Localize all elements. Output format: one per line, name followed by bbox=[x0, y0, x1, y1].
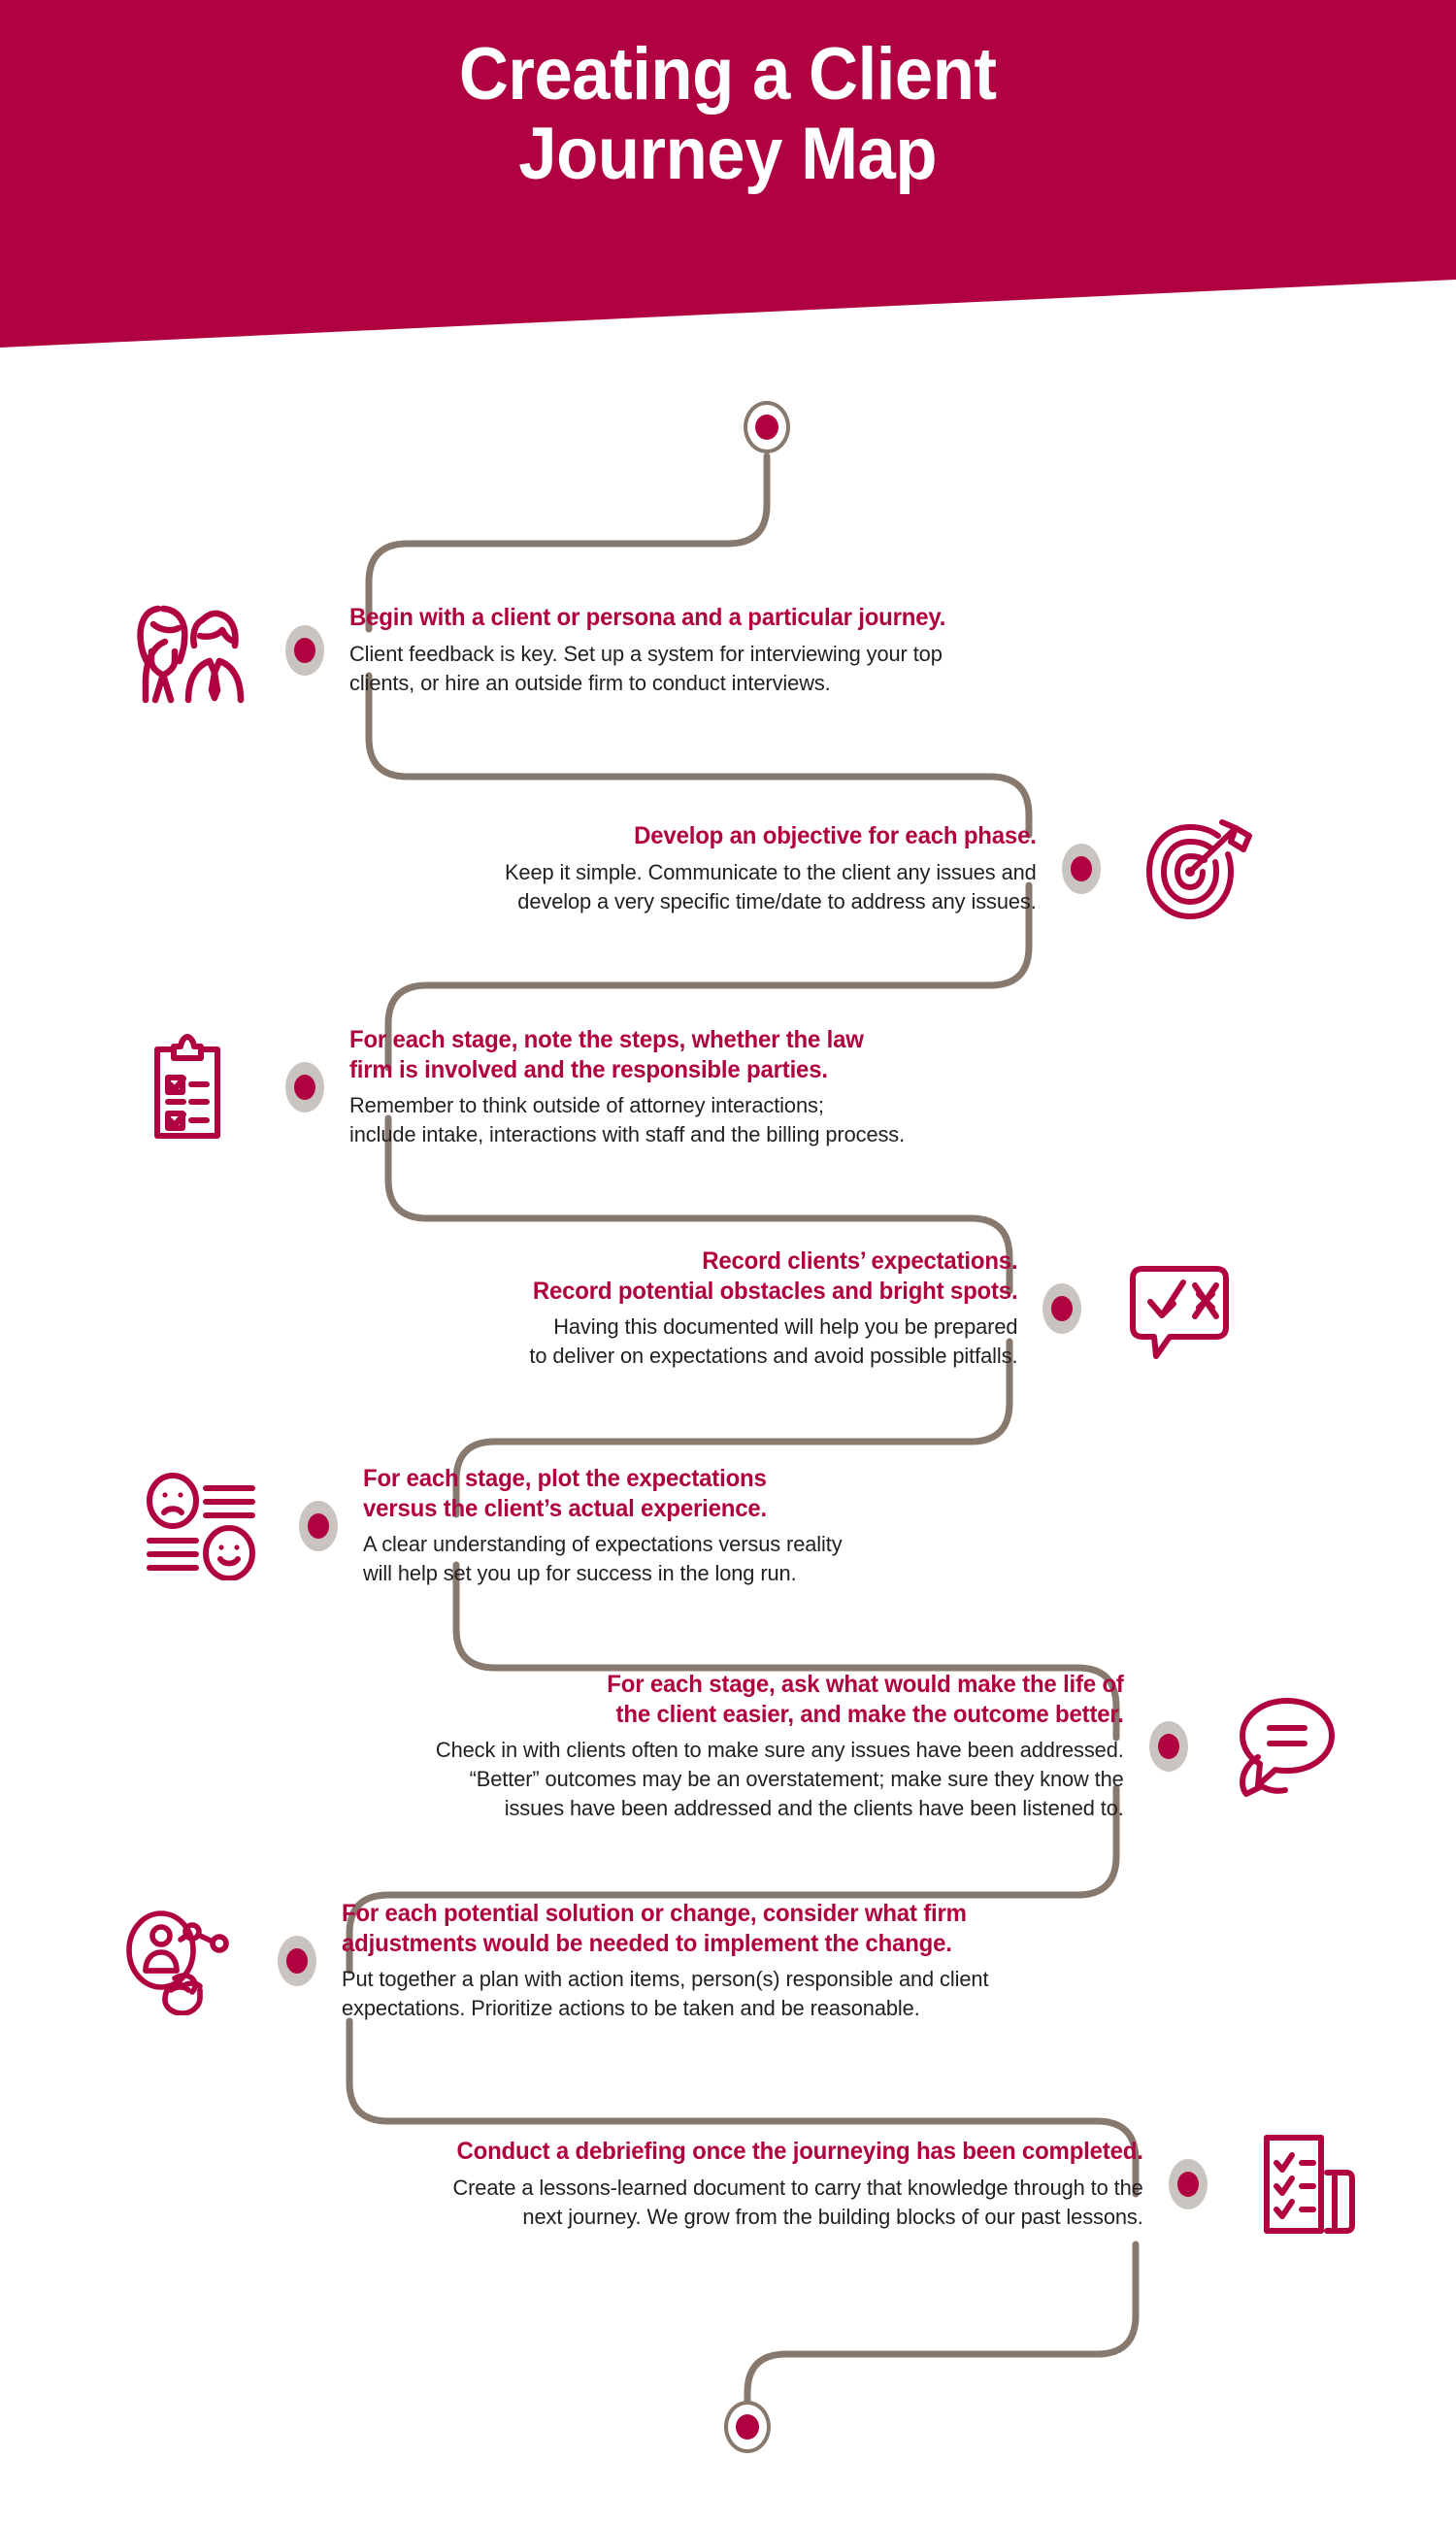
journey-step-5-body: A clear understanding of expectations ve… bbox=[363, 1532, 843, 1585]
target-arrow-icon bbox=[1126, 801, 1272, 937]
journey-node-3-dot bbox=[294, 1075, 315, 1100]
journey-node-7-dot bbox=[286, 1948, 308, 1974]
journey-node-8-dot bbox=[1177, 2172, 1199, 2197]
journey-step-8-text: Conduct a debriefing once the journeying… bbox=[428, 2137, 1143, 2231]
journey-node-1 bbox=[260, 625, 349, 676]
page-title-line-2: Journey Map bbox=[518, 113, 938, 196]
journey-node-4 bbox=[1017, 1283, 1107, 1334]
journey-step-1: Begin with a client or persona and a par… bbox=[115, 582, 971, 718]
journey-step-4: Record clients’ expectations. Record pot… bbox=[194, 1241, 1252, 1377]
journey-node-8 bbox=[1143, 2159, 1233, 2209]
journey-step-5: For each stage, plot the expectations ve… bbox=[128, 1458, 857, 1594]
journey-step-2-text: Develop an objective for each phase. Kee… bbox=[488, 821, 1037, 915]
journey-step-1-body: Client feedback is key. Set up a system … bbox=[349, 641, 943, 695]
journey-step-1-text: Begin with a client or persona and a par… bbox=[349, 603, 971, 697]
feedback-bubble-icon bbox=[1107, 1241, 1252, 1377]
page-title-line-1: Creating a Client bbox=[459, 33, 997, 116]
journey-node-1-dot bbox=[294, 638, 315, 663]
path-8-to-end bbox=[744, 2241, 1140, 2409]
journey-step-7-title: For each potential solution or change, c… bbox=[342, 1900, 967, 1957]
journey-node-7 bbox=[252, 1936, 342, 1986]
journey-step-3-title: For each stage, note the steps, whether … bbox=[349, 1026, 864, 1083]
journey-step-2-body: Keep it simple. Communicate to the clien… bbox=[505, 859, 1037, 913]
journey-step-6-text: For each stage, ask what would make the … bbox=[414, 1670, 1124, 1823]
journey-step-6-title: For each stage, ask what would make the … bbox=[607, 1671, 1125, 1728]
header-banner: Creating a Client Journey Map bbox=[0, 0, 1456, 348]
journey-step-6-body: Check in with clients often to make sure… bbox=[436, 1738, 1124, 1820]
journey-step-8: Conduct a debriefing once the journeying… bbox=[87, 2116, 1378, 2252]
chat-bubbles-icon bbox=[1213, 1678, 1359, 1814]
journey-step-7-body: Put together a plan with action items, p… bbox=[342, 1967, 989, 2020]
journey-node-2-dot bbox=[1071, 856, 1092, 881]
journey-step-8-title: Conduct a debriefing once the journeying… bbox=[456, 2138, 1143, 2166]
page-title: Creating a Client Journey Map bbox=[459, 33, 997, 196]
journey-step-5-text: For each stage, plot the expectations ve… bbox=[363, 1464, 857, 1588]
journey-node-6-dot bbox=[1158, 1733, 1179, 1759]
journey-step-3: For each stage, note the steps, whether … bbox=[115, 1019, 922, 1155]
journey-node-2 bbox=[1037, 844, 1126, 894]
journey-step-1-title: Begin with a client or persona and a par… bbox=[349, 604, 946, 632]
two-people-icon bbox=[115, 582, 260, 718]
journey-step-4-title: Record clients’ expectations. Record pot… bbox=[532, 1247, 1017, 1305]
journey-step-3-body: Remember to think outside of attorney in… bbox=[349, 1093, 906, 1146]
journey-step-6: For each stage, ask what would make the … bbox=[126, 1670, 1359, 1823]
journey-step-4-body: Having this documented will help you be … bbox=[528, 1314, 1017, 1368]
journey-step-3-text: For each stage, note the steps, whether … bbox=[349, 1025, 922, 1149]
checklist-document-icon bbox=[1233, 2116, 1378, 2252]
journey-step-4-text: Record clients’ expectations. Record pot… bbox=[513, 1246, 1017, 1371]
journey-end-node-dot bbox=[736, 2414, 759, 2440]
person-network-hand-icon bbox=[107, 1893, 252, 2029]
journey-start-node bbox=[744, 401, 790, 453]
journey-step-7-text: For each potential solution or change, c… bbox=[342, 1899, 1009, 2023]
journey-node-5 bbox=[274, 1501, 363, 1551]
clipboard-checklist-icon bbox=[115, 1019, 260, 1155]
journey-start-node-dot bbox=[755, 415, 778, 440]
satisfaction-faces-icon bbox=[128, 1458, 274, 1594]
journey-end-node bbox=[724, 2401, 771, 2453]
journey-node-3 bbox=[260, 1062, 349, 1113]
journey-node-6 bbox=[1124, 1720, 1213, 1772]
journey-step-8-body: Create a lessons-learned document to car… bbox=[452, 2175, 1143, 2229]
journey-node-4-dot bbox=[1051, 1296, 1073, 1321]
journey-step-7: For each potential solution or change, c… bbox=[107, 1893, 1009, 2029]
journey-step-5-title: For each stage, plot the expectations ve… bbox=[363, 1465, 768, 1522]
journey-step-2-title: Develop an objective for each phase. bbox=[634, 822, 1037, 850]
journey-node-5-dot bbox=[308, 1513, 329, 1539]
journey-step-2: Develop an objective for each phase. Kee… bbox=[194, 801, 1272, 937]
